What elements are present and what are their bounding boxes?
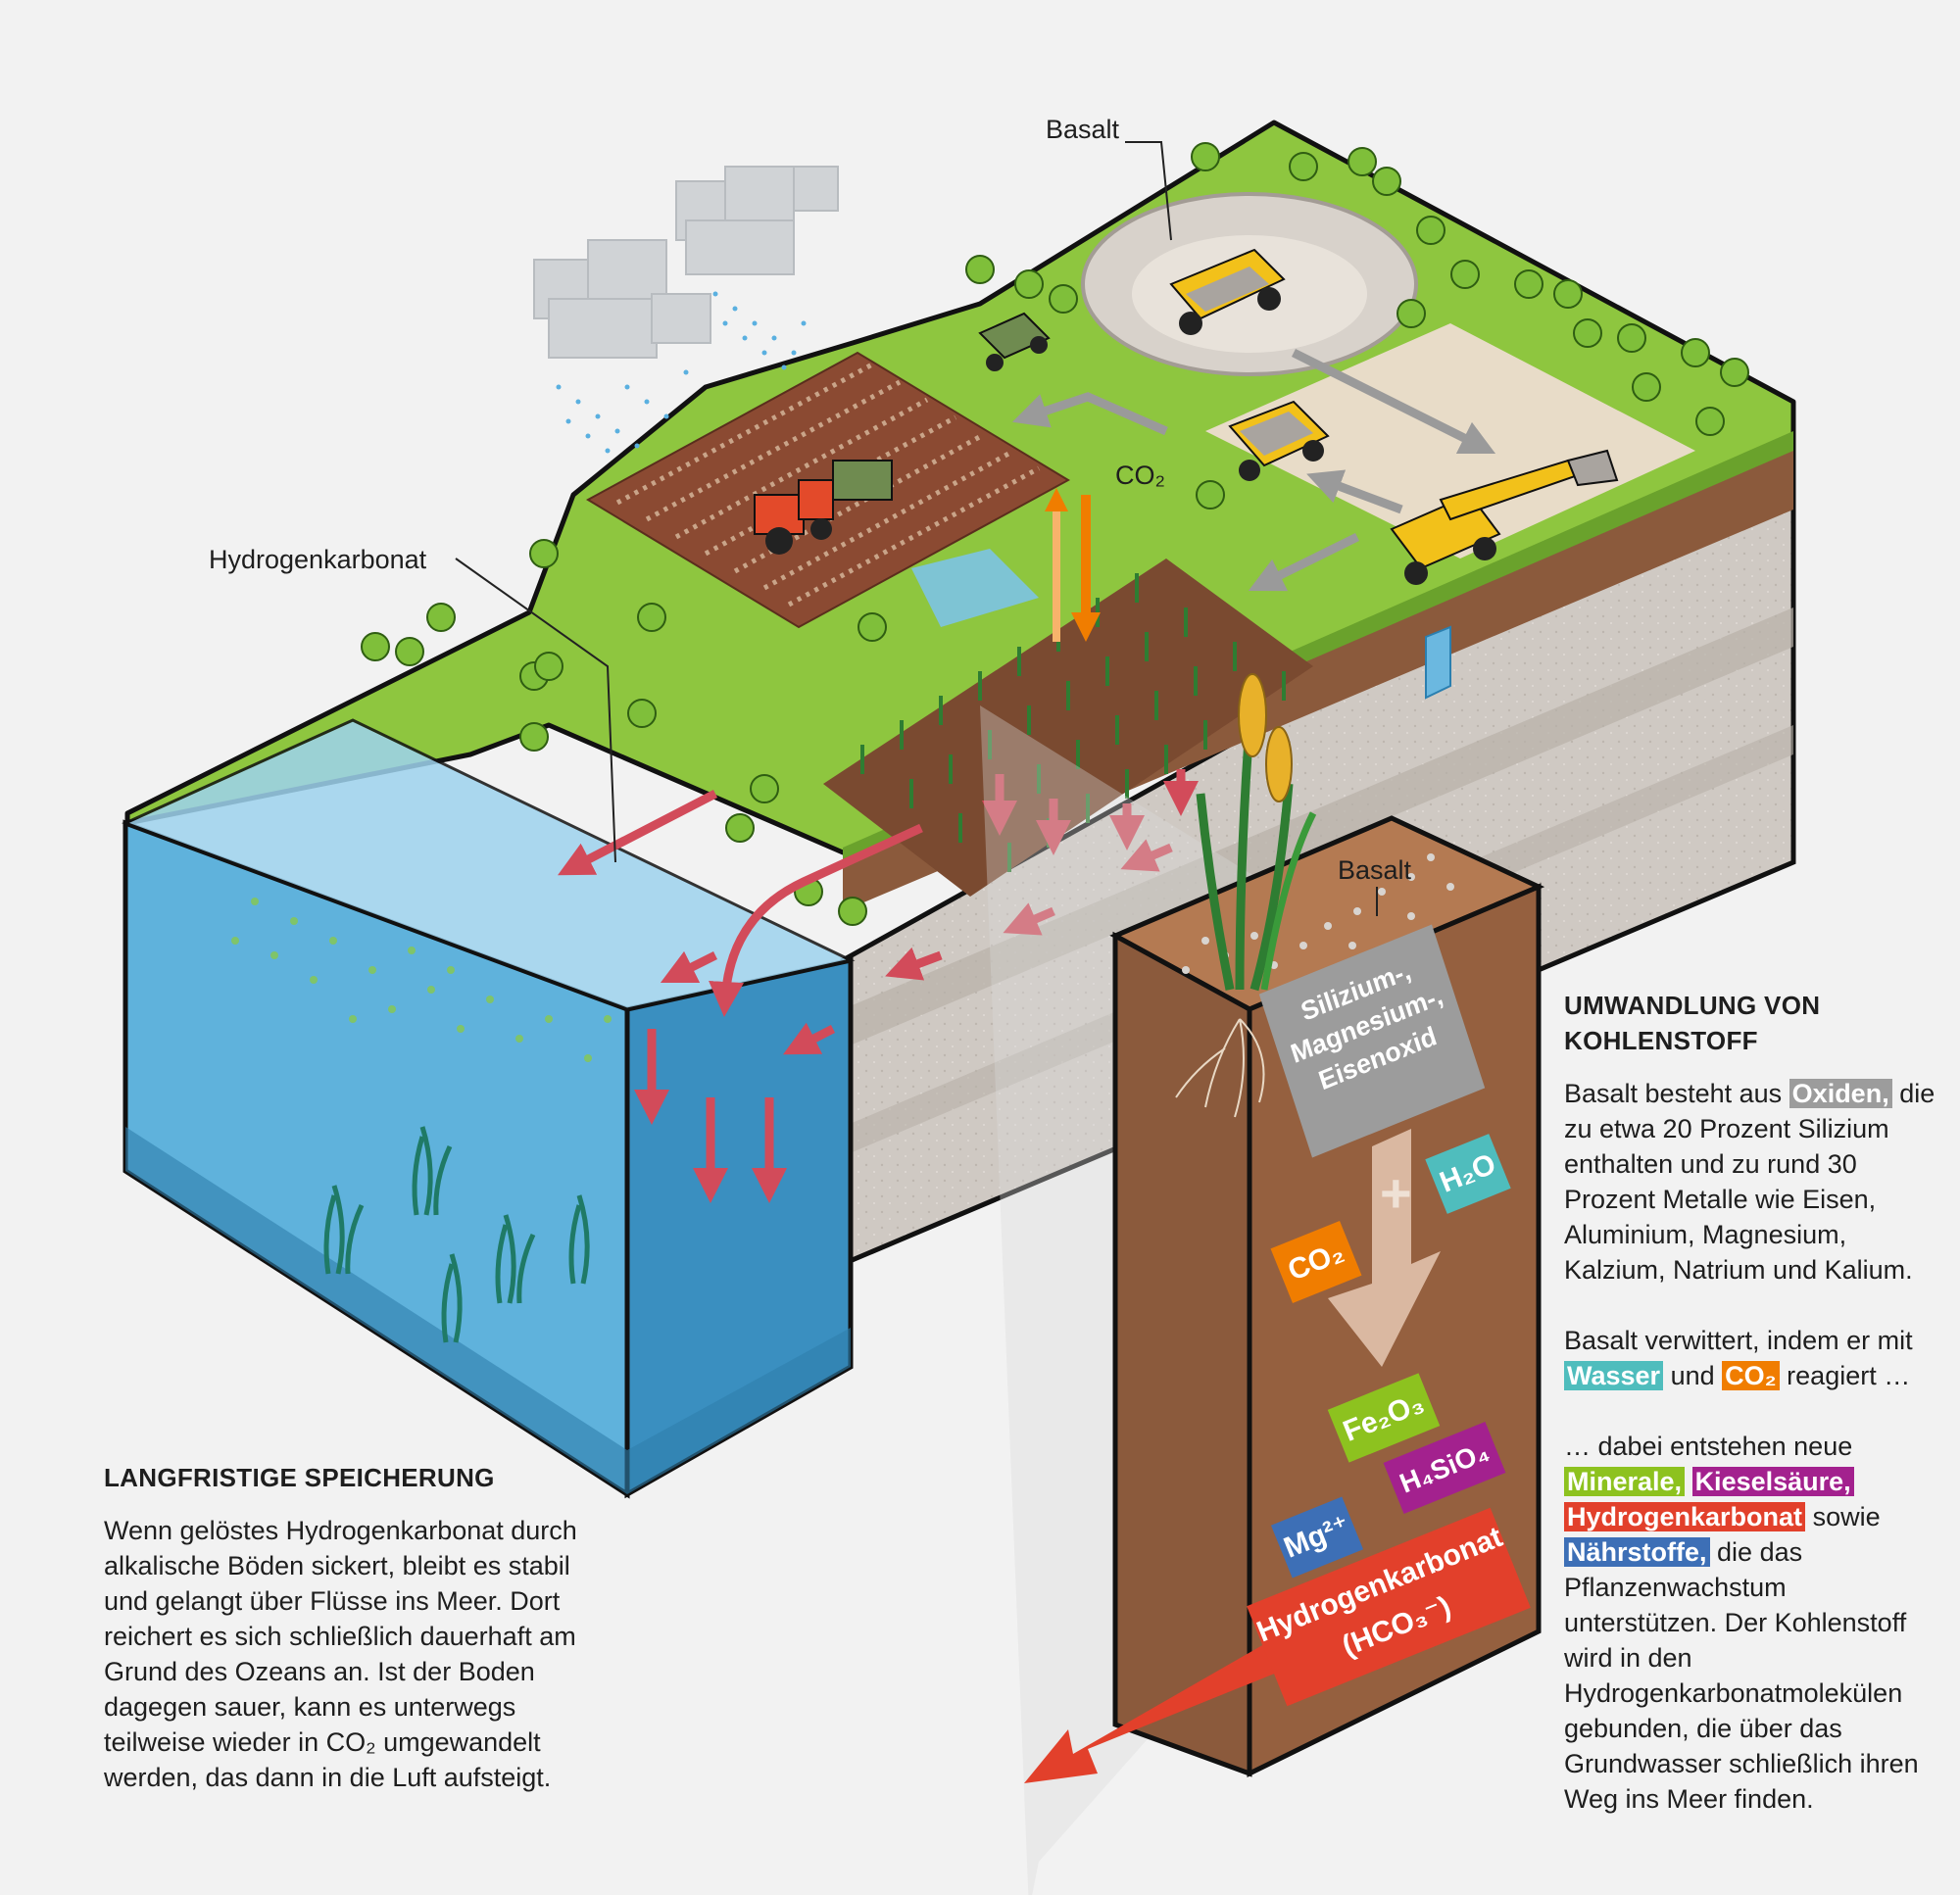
cloud: [533, 166, 839, 359]
highlight-co2: CO₂: [1722, 1361, 1780, 1390]
seaweed: [323, 1126, 590, 1343]
bicarbonate-flow-arrows: [558, 769, 1199, 1203]
conversion-title: UMWANDLUNG VON KOHLENSTOFF: [1564, 988, 1936, 1058]
highlight-bicarbonate: Hydrogenkarbonat: [1564, 1502, 1806, 1531]
conversion-paragraph-2: Basalt verwittert, indem er mit Wasser u…: [1564, 1323, 1936, 1393]
plus-sign: +: [1380, 1162, 1412, 1224]
p2-before: Basalt verwittert, indem er mit: [1564, 1326, 1913, 1355]
plant-roots: [1175, 1018, 1265, 1118]
p3-before: … dabei entstehen neue: [1564, 1432, 1853, 1461]
tractor: [754, 460, 893, 555]
conversion-panel: UMWANDLUNG VON KOHLENSTOFF Basalt besteht…: [1564, 988, 1936, 1817]
conversion-paragraph-1: Basalt besteht aus Oxiden, die zu etwa 2…: [1564, 1076, 1936, 1288]
wheat-field-soil: [823, 559, 1313, 897]
trees: [361, 142, 1749, 926]
storage-text: Wenn gelöstes Hydrogenkarbonat durch alk…: [104, 1516, 577, 1792]
p3-mid: sowie: [1812, 1502, 1881, 1531]
p2-mid: und: [1670, 1361, 1715, 1390]
p1-before: Basalt besteht aus: [1564, 1079, 1783, 1108]
rain-drops: [556, 291, 807, 454]
highlight-silicic-acid: Kieselsäure,: [1691, 1467, 1854, 1496]
highlight-oxides: Oxiden,: [1788, 1079, 1892, 1108]
ocean-tank: [122, 718, 856, 1499]
excavator: [1390, 449, 1619, 585]
wheat-plant: [1196, 673, 1317, 992]
ocean-surface: [122, 718, 856, 1011]
rain-clouds: [533, 166, 839, 454]
reaction-arrow: [1328, 1129, 1441, 1367]
highlight-water: Wasser: [1564, 1361, 1664, 1390]
gravel-yard: [1205, 323, 1695, 559]
label-basalt-column: Basalt: [1338, 855, 1412, 885]
p2-after: reagiert …: [1787, 1361, 1911, 1390]
bicarbonate-export-arrow: [1024, 1622, 1318, 1783]
groundwater-slot: [1425, 625, 1451, 700]
river-channel: [911, 549, 1039, 627]
dump-truck-quarry: [1169, 248, 1286, 335]
storage-title: LANGFRISTIGE SPEICHERUNG: [104, 1463, 495, 1492]
conversion-title-line-1: UMWANDLUNG VON: [1564, 991, 1821, 1020]
co2-exchange-arrows: [1045, 488, 1101, 642]
highlight-nutrients: Nährstoffe,: [1564, 1537, 1710, 1567]
callout-lines: [455, 141, 1378, 916]
field-furrows: [615, 362, 1041, 607]
label-co2: CO₂: [1115, 461, 1165, 490]
trailer: [978, 312, 1051, 371]
highlight-minerals: Minerale,: [1564, 1467, 1686, 1496]
column-front: [1112, 931, 1252, 1777]
storage-panel: LANGFRISTIGE SPEICHERUNG Wenn gelöstes H…: [104, 1460, 613, 1795]
dump-truck-yard: [1228, 400, 1330, 481]
label-hydrogenkarbonat: Hydrogenkarbonat: [209, 545, 427, 574]
p3-after: die das Pflanzenwachstum unterstützen. D…: [1564, 1537, 1919, 1814]
conversion-title-line-2: KOHLENSTOFF: [1564, 1026, 1758, 1055]
conversion-paragraph-3: … dabei entstehen neue Minerale, Kiesels…: [1564, 1429, 1936, 1817]
bicarbonate-particles: [231, 898, 612, 1062]
rock-stratum-dark: [843, 607, 1793, 1048]
label-basalt-quarry: Basalt: [1046, 115, 1120, 144]
gravel-flow-arrows: [1011, 348, 1496, 592]
p1-after: die zu etwa 20 Prozent Silizium enthalte…: [1564, 1079, 1936, 1285]
